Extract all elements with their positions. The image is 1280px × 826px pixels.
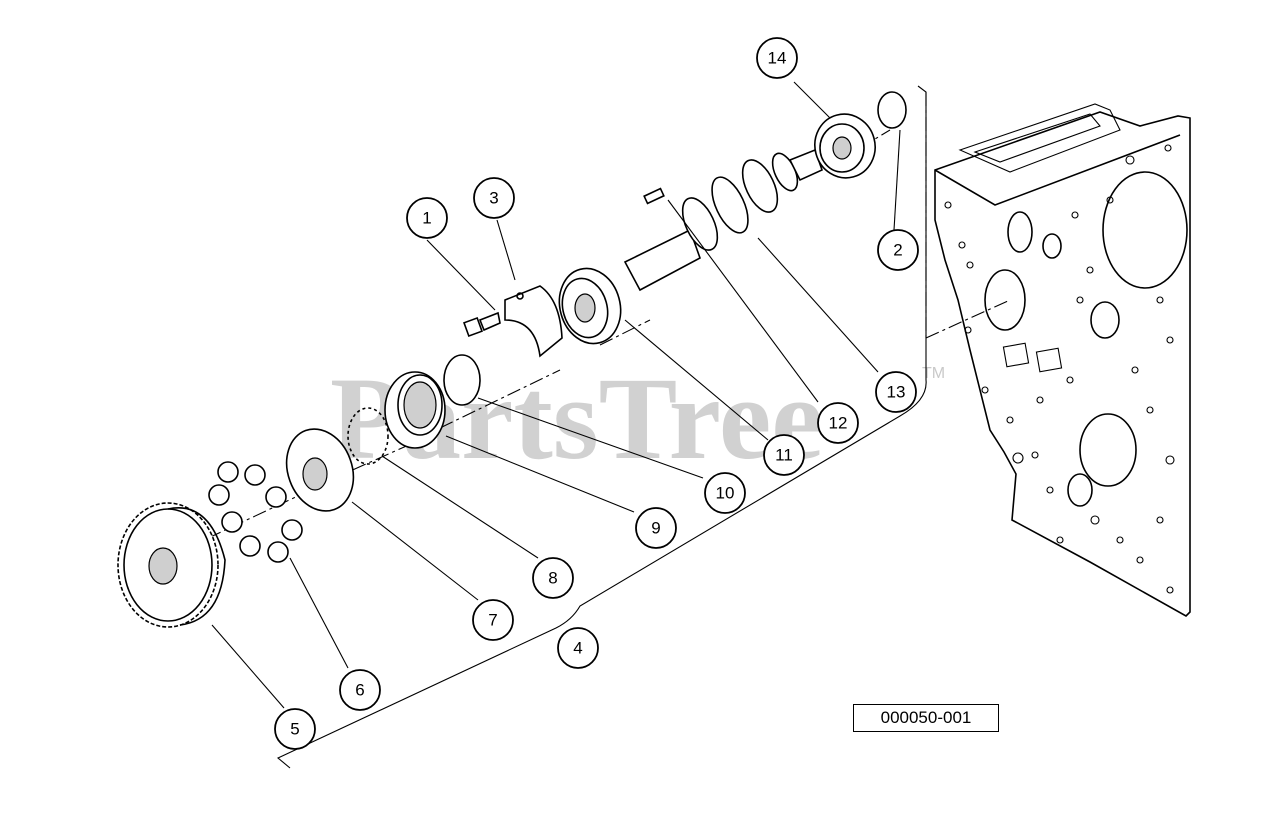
part-bearing-holder bbox=[504, 285, 563, 358]
watermark-trademark: TM bbox=[922, 365, 945, 382]
callout-6[interactable]: 6 bbox=[339, 669, 381, 711]
callout-11[interactable]: 11 bbox=[763, 434, 805, 476]
part-circlip bbox=[877, 91, 907, 129]
leader-lines bbox=[211, 81, 901, 709]
callout-12[interactable]: 12 bbox=[817, 402, 859, 444]
callout-8[interactable]: 8 bbox=[532, 557, 574, 599]
callout-label-6: 6 bbox=[355, 681, 364, 700]
callout-label-11: 11 bbox=[775, 446, 793, 465]
callout-7[interactable]: 7 bbox=[472, 599, 514, 641]
part-key bbox=[643, 187, 665, 205]
callout-label-1: 1 bbox=[422, 209, 431, 228]
callout-label-12: 12 bbox=[829, 414, 848, 433]
part-ball-bearing bbox=[558, 267, 622, 345]
callout-label-7: 7 bbox=[488, 611, 497, 630]
part-gear bbox=[117, 502, 226, 628]
part-ball-bearing-rear bbox=[814, 113, 876, 179]
callout-label-2: 2 bbox=[893, 241, 902, 260]
part-snap-ring bbox=[443, 354, 481, 406]
callout-13[interactable]: 13 bbox=[875, 371, 917, 413]
callout-label-8: 8 bbox=[548, 569, 557, 588]
callout-label-10: 10 bbox=[716, 484, 735, 503]
part-bolt bbox=[463, 311, 501, 337]
part-balls bbox=[208, 461, 303, 563]
callout-4[interactable]: 4 bbox=[557, 627, 599, 669]
callout-label-3: 3 bbox=[489, 189, 498, 208]
callout-10[interactable]: 10 bbox=[704, 472, 746, 514]
callout-5[interactable]: 5 bbox=[274, 708, 316, 750]
diagram-code-label: 000050-001 bbox=[853, 704, 999, 732]
callout-3[interactable]: 3 bbox=[473, 177, 515, 219]
assembly-bracket-outline bbox=[276, 85, 927, 769]
part-seal bbox=[384, 371, 446, 449]
callout-label-14: 14 bbox=[768, 49, 787, 68]
part-washer bbox=[285, 428, 355, 512]
callout-label-5: 5 bbox=[290, 720, 299, 739]
callout-label-9: 9 bbox=[651, 519, 660, 538]
callout-14[interactable]: 14 bbox=[756, 37, 798, 79]
callout-label-4: 4 bbox=[573, 639, 582, 658]
part-ball-ring bbox=[347, 407, 389, 465]
callout-9[interactable]: 9 bbox=[635, 507, 677, 549]
callout-2[interactable]: 2 bbox=[877, 229, 919, 271]
callout-1[interactable]: 1 bbox=[406, 197, 448, 239]
engine-block bbox=[934, 103, 1191, 617]
shaft-axis-line bbox=[139, 129, 891, 571]
engine-mount-dashed-line bbox=[925, 92, 1011, 339]
part-camshaft bbox=[623, 148, 823, 292]
callout-label-13: 13 bbox=[887, 383, 906, 402]
